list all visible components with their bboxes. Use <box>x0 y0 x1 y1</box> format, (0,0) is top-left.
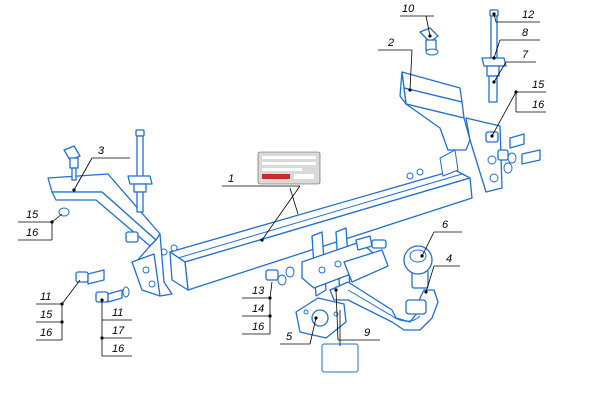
callout-8: 8 <box>522 27 529 39</box>
center-hardware <box>265 266 295 286</box>
callout-4: 4 <box>446 253 452 265</box>
callout-bc-13: 13 <box>252 285 265 297</box>
left-bolt-set <box>58 129 153 243</box>
callout-bm-16: 16 <box>112 343 125 355</box>
callout-bc-14: 14 <box>252 303 264 315</box>
callout-bm-11: 11 <box>112 307 123 319</box>
callout-right-15: 15 <box>532 79 545 91</box>
callout-7: 7 <box>522 49 529 61</box>
callout-5: 5 <box>286 331 293 343</box>
callout-left-15: 15 <box>26 209 39 221</box>
callout-bl-15: 15 <box>40 309 53 321</box>
callout-bl-11: 11 <box>40 291 51 303</box>
callout-10: 10 <box>402 3 415 15</box>
callout-bl-16: 16 <box>40 327 53 339</box>
callout-9: 9 <box>364 327 370 339</box>
socket-box <box>321 343 359 373</box>
center-mount-plate <box>301 227 389 297</box>
callout-1: 1 <box>228 173 234 185</box>
callout-3: 3 <box>98 145 105 157</box>
callout-6: 6 <box>442 219 449 231</box>
socket-plate <box>295 297 359 373</box>
callout-bm-17: 17 <box>112 325 125 337</box>
tow-ball <box>403 245 433 289</box>
bottom-left-hardware <box>75 269 130 303</box>
left-bracket <box>47 173 173 297</box>
callout-2: 2 <box>387 37 394 49</box>
callout-bc-16: 16 <box>252 321 265 333</box>
callout-12: 12 <box>522 9 534 21</box>
callout-right-16: 16 <box>532 99 545 111</box>
identification-plate <box>257 151 321 185</box>
cross-beam <box>160 149 473 291</box>
tow-bar <box>329 281 439 331</box>
callout-left-16: 16 <box>26 227 39 239</box>
callouts: 1 2 3 4 5 6 7 8 <box>18 3 546 357</box>
